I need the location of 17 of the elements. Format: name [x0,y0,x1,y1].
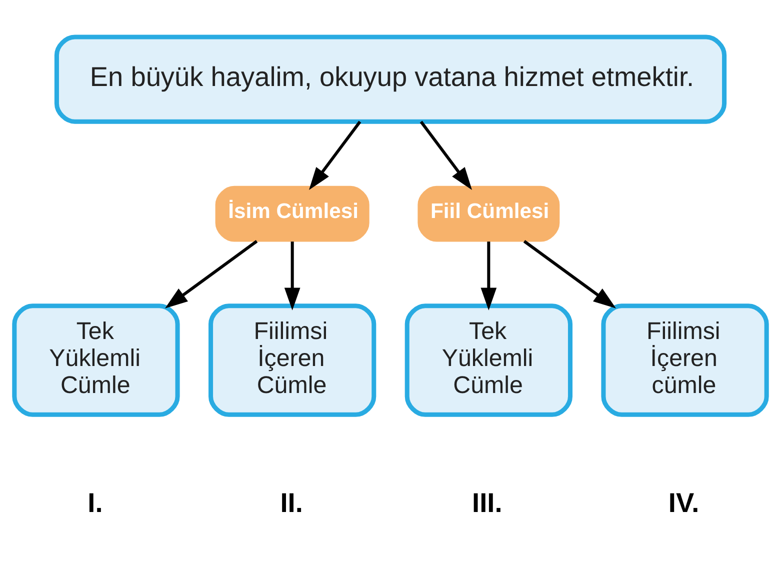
arrow [523,240,616,308]
node-box: En büyük hayalim, okuyup vatana hizmet etmektir. [54,34,727,124]
node-box: Tek Yüklemli Cümle [404,304,572,417]
node-box: Fiil Cümlesi [418,186,560,242]
node-box: İsim Cümlesi [215,186,370,242]
arrow [165,240,258,308]
node-label: II. [280,486,303,518]
node-box: Fiilimsi İçeren Cümle [208,304,376,417]
node-label: III. [472,486,502,518]
node-box: Tek Yüklemli Cümle [12,304,180,417]
arrow [480,242,497,310]
arrow [308,120,362,190]
node-box: Fiilimsi İçeren cümle [601,304,769,417]
node-label: IV. [668,486,700,518]
node-label: I. [88,486,103,518]
arrow [284,242,300,310]
arrow [420,120,472,190]
